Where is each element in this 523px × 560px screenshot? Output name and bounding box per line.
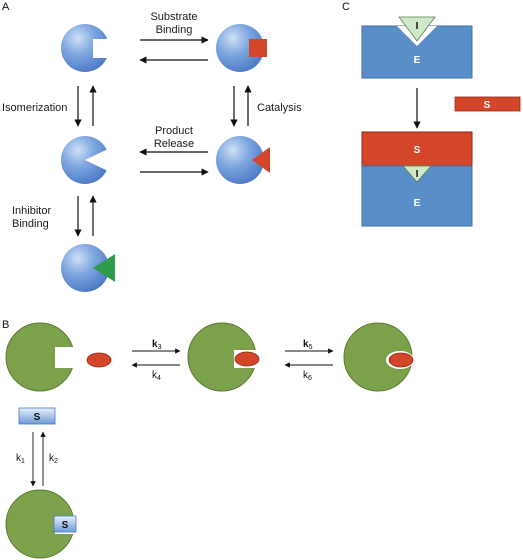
enzyme-box-top: I E: [361, 16, 473, 79]
inhibitor-wedge-top: [398, 16, 436, 42]
green-enzyme-induced-fit: [343, 322, 414, 392]
free-ligand-ellipse: [86, 352, 112, 368]
rate-k5: k5: [303, 339, 313, 351]
free-substrate-bar: S: [454, 96, 521, 112]
enzyme-inhibitor-bound: [61, 244, 115, 292]
green-enzyme-open: [5, 322, 75, 392]
enzyme-product-bound: [216, 136, 270, 184]
bound-substrate-block: [361, 131, 473, 167]
tightly-bound-ligand: [388, 352, 414, 368]
rate-k6: k6: [303, 370, 312, 382]
substrate-square: [249, 39, 267, 57]
inhibitor-wedge-bottom: [402, 165, 432, 183]
green-enzyme-blue-substrate-bound: S: [5, 489, 77, 559]
inhibitor-binding-label-line1: Inhibitor: [12, 205, 51, 217]
catalysis-label: Catalysis: [257, 102, 302, 114]
enzyme-label-bottom: E: [414, 198, 421, 209]
panel-label-c: C: [342, 1, 350, 13]
product-triangle: [252, 147, 270, 173]
rate-k4: k4: [152, 370, 161, 382]
enzyme-open-square-pocket: [61, 24, 110, 72]
rate-k1: k1: [16, 453, 25, 465]
panel-label-a: A: [2, 1, 10, 13]
bound-substrate-label: S: [414, 145, 421, 156]
substrate-binding-label-line2: Binding: [156, 24, 193, 36]
bound-ligand-ellipse: [234, 351, 260, 367]
enzyme-substrate-bound: [216, 24, 267, 72]
free-substrate-label: S: [484, 100, 491, 111]
green-enzyme-ligand-bound: [187, 322, 260, 392]
bound-blue-substrate-label: S: [62, 520, 69, 531]
free-blue-substrate: S: [18, 407, 56, 425]
substrate-binding-label-line1: Substrate: [150, 11, 197, 23]
enzyme-label-top: E: [414, 55, 421, 66]
inhibitor-label-top: I: [416, 21, 419, 32]
product-release-label-line1: Product: [155, 125, 193, 137]
enzyme-open-wedge-pocket: [61, 136, 110, 184]
inhibitor-label-bottom: I: [416, 169, 419, 180]
rate-k3: k3: [152, 339, 162, 351]
bound-blue-substrate: [53, 515, 77, 533]
rate-k2: k2: [49, 453, 58, 465]
enzyme-box-bottom: S I E: [361, 131, 473, 227]
inhibitor-triangle: [93, 254, 115, 282]
isomerization-label: Isomerization: [2, 102, 67, 114]
panel-label-b: B: [2, 319, 9, 331]
product-release-label-line2: Release: [154, 138, 194, 150]
free-blue-substrate-label: S: [34, 412, 41, 423]
inhibitor-binding-label-line2: Binding: [12, 218, 49, 230]
